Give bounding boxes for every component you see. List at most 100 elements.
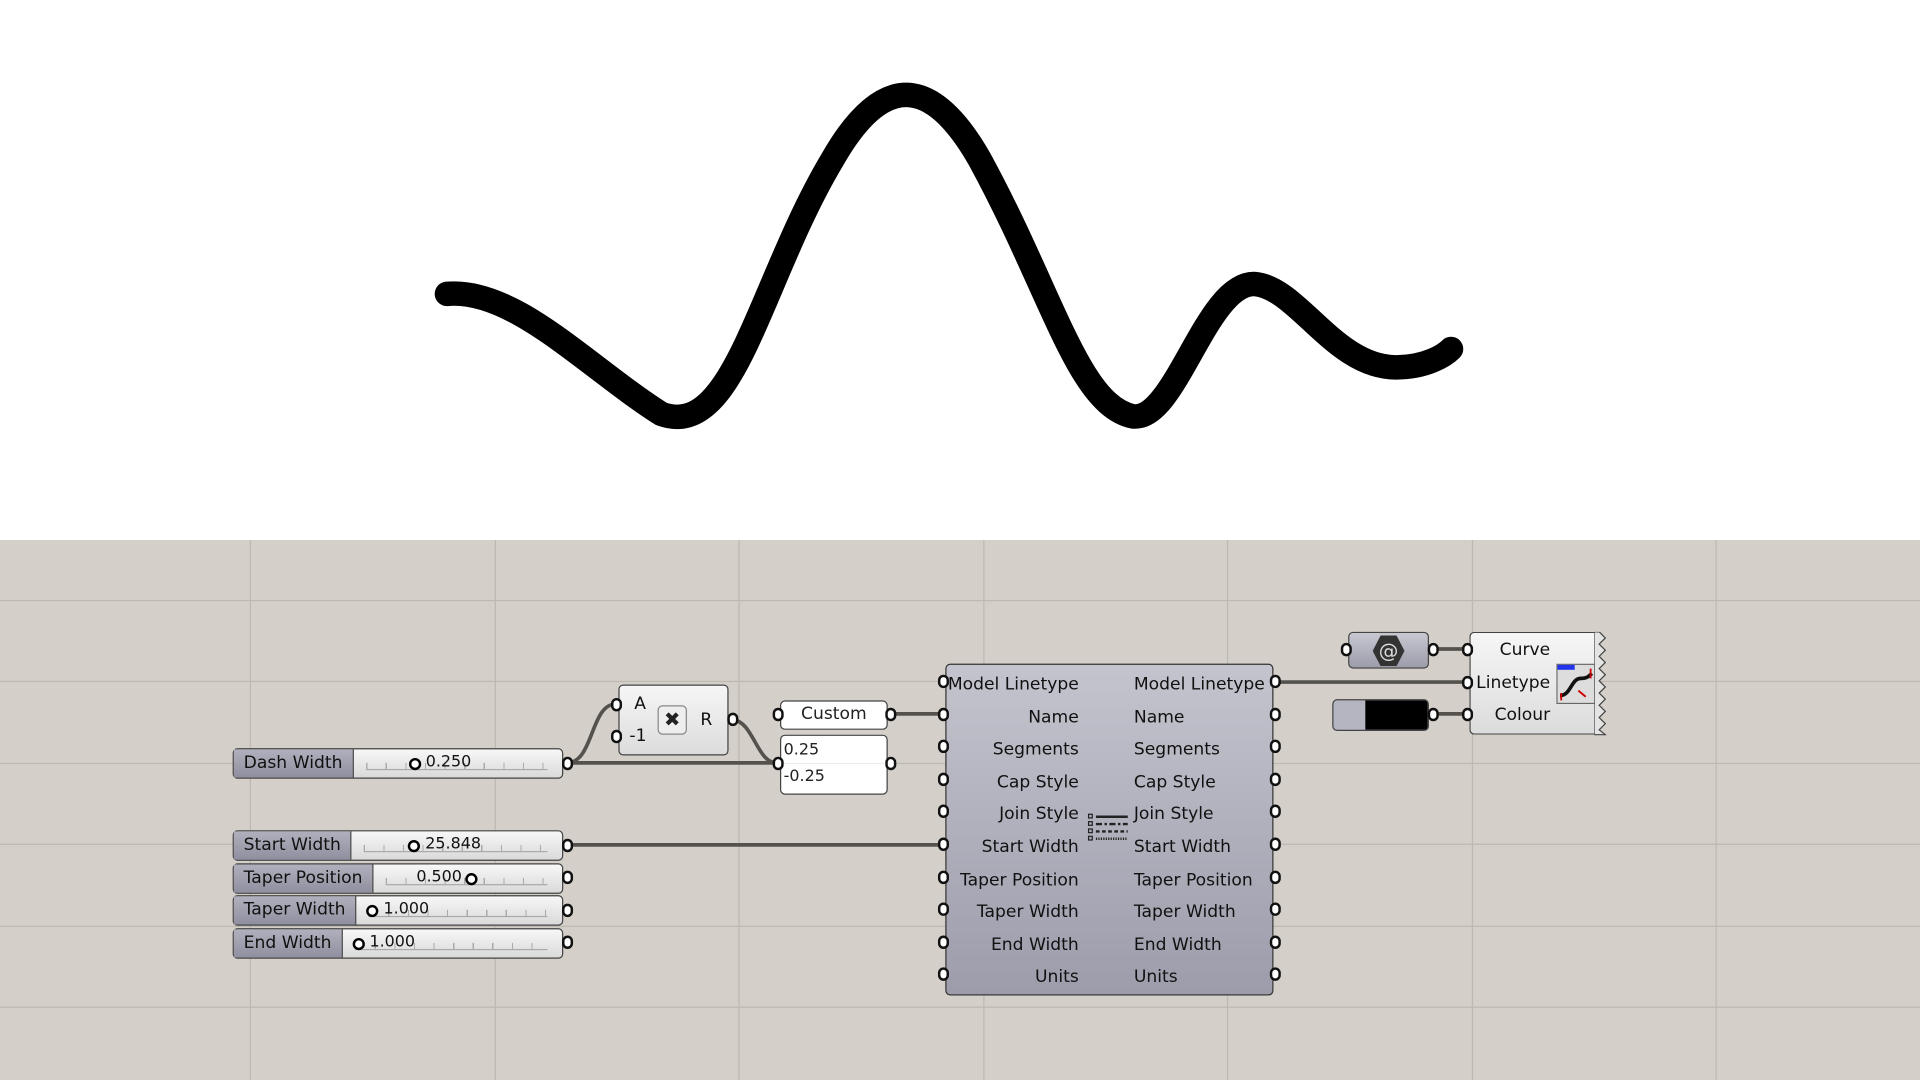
output-label: Join Style [1133,804,1214,825]
output-port[interactable] [1269,870,1281,884]
output-r-label: R [700,710,713,730]
slider-value: 25.848 [425,835,482,854]
input-port[interactable] [937,674,949,689]
input-port[interactable] [937,707,949,721]
output-port[interactable] [1269,967,1281,982]
input-label: Start Width [981,837,1079,858]
input-port[interactable] [937,739,949,754]
grid-line [0,600,1920,602]
slider-value: 0.500 [416,868,462,887]
output-port[interactable] [1269,837,1281,852]
output-label: End Width [1133,935,1222,955]
input-port[interactable] [1462,675,1474,690]
slider-knob[interactable] [465,873,478,886]
input-label: Cap Style [996,772,1079,792]
slider-knob[interactable] [352,937,365,951]
grid-line [1471,540,1474,1080]
input-port[interactable] [1462,642,1474,657]
slider-value: 1.000 [369,933,416,952]
input-label: Taper Width [976,902,1079,923]
input-port[interactable] [937,837,949,852]
slider-taper-position[interactable]: Taper Position 0.500 [232,863,564,894]
slider-label: End Width [233,929,343,958]
output-port[interactable] [1269,902,1281,917]
slider-knob[interactable] [366,904,379,918]
input-port[interactable] [937,804,949,819]
input-label: Colour [1494,705,1551,725]
input-port[interactable] [937,935,949,949]
output-label: Cap Style [1133,772,1216,792]
output-port[interactable] [885,756,897,771]
output-port[interactable] [1427,707,1439,722]
panel-text: Custom [801,704,867,724]
input-label: Segments [992,739,1079,760]
input-port[interactable] [937,967,949,982]
slider-start-width[interactable]: Start Width 25.848 [232,830,564,861]
input-b-label: -1 [629,726,647,746]
rhino-viewport[interactable] [0,0,1920,541]
output-port[interactable] [1269,935,1281,949]
input-port[interactable] [772,756,784,771]
output-port[interactable] [562,903,574,918]
input-port[interactable] [1462,707,1474,722]
colour-swatch[interactable] [1332,699,1429,732]
output-port[interactable] [562,870,574,885]
output-port[interactable] [562,838,574,853]
input-label: Units [1034,967,1079,988]
multiply-component[interactable]: A -1 R ✖ [618,684,729,756]
input-label: Linetype [1476,673,1551,694]
input-port[interactable] [937,772,949,786]
input-label: End Width [990,935,1079,955]
output-port[interactable] [562,756,574,771]
output-port[interactable] [1269,674,1281,689]
output-port[interactable] [1269,772,1281,786]
output-port[interactable] [562,935,574,949]
multiply-x-icon: ✖ [657,705,687,735]
input-label: Curve [1499,640,1551,661]
slider-value: 1.000 [383,900,430,919]
panel-values[interactable]: 0.25 -0.25 [780,734,888,795]
panel-custom[interactable]: Custom [780,700,888,730]
slider-taper-width[interactable]: Taper Width 1.000 [232,895,564,926]
output-label: Name [1133,707,1185,727]
slider-label: Taper Width [233,896,357,925]
grid-line [738,540,740,1080]
input-port[interactable] [937,902,949,917]
input-a-label: A [634,694,647,714]
preview-curve [434,82,1464,429]
output-label: Units [1133,967,1178,988]
output-port[interactable] [1269,804,1281,819]
input-label: Join Style [999,804,1079,825]
output-port[interactable] [727,712,739,727]
custom-preview-component[interactable]: Curve Linetype Colour [1469,631,1600,735]
input-port[interactable] [611,697,623,712]
slider-knob[interactable] [408,757,421,771]
output-label: Taper Width [1133,902,1236,923]
slider-label: Taper Position [233,864,374,893]
input-label: Name [1028,707,1079,727]
curve-spiral-icon: @ [1372,635,1405,667]
slider-end-width[interactable]: End Width 1.000 [232,928,564,959]
panel-line: -0.25 [783,767,825,787]
output-port[interactable] [1269,707,1281,721]
slider-label: Dash Width [233,749,354,778]
output-port[interactable] [885,707,897,722]
panel-line: 0.25 [783,737,885,765]
slider-label: Start Width [233,831,352,860]
input-label: Taper Position [959,870,1079,890]
slider-knob[interactable] [408,840,421,853]
output-port[interactable] [1427,642,1439,657]
input-port[interactable] [1340,642,1352,657]
zigzag-edge [1594,631,1607,736]
custom-preview-icon [1556,663,1596,705]
input-port[interactable] [937,870,949,884]
output-port[interactable] [1269,739,1281,754]
curve-parameter[interactable]: @ [1348,631,1429,669]
linetype-list-icon [1087,813,1128,841]
slider-dash-width[interactable]: Dash Width 0.250 [232,748,564,779]
input-label: Model Linetype [947,674,1079,695]
input-port[interactable] [772,707,784,722]
input-port[interactable] [611,729,623,744]
